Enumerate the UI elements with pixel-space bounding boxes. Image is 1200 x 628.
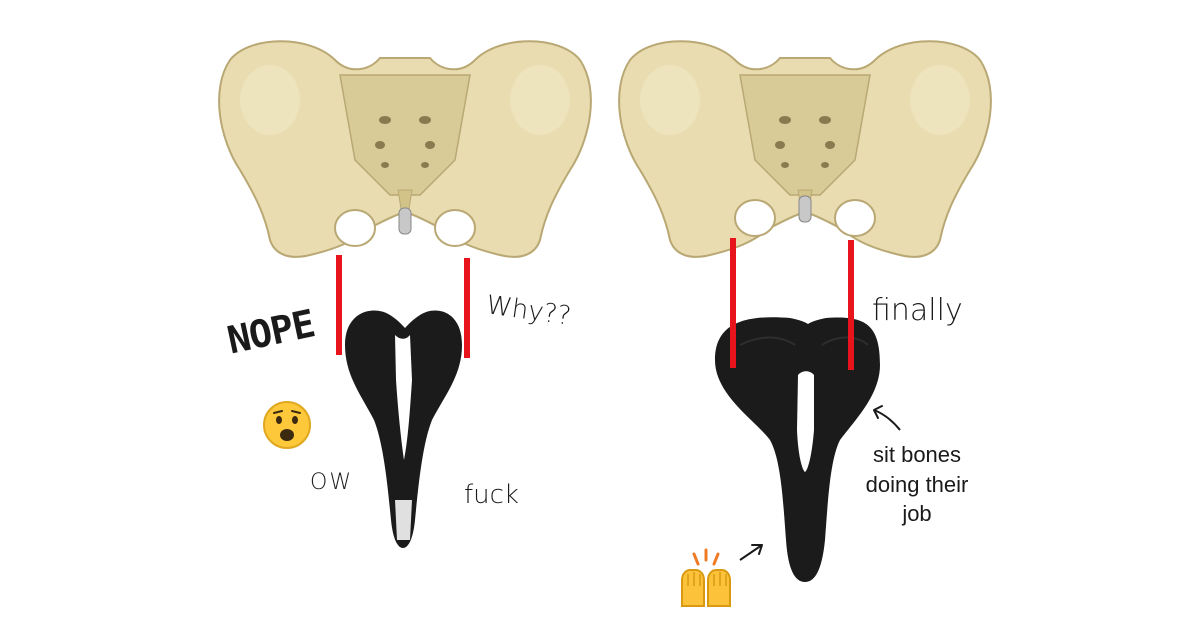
right-illustration [618,40,992,582]
right-panel: finally sit bones doing their job [600,0,1200,628]
finally-label: finally [872,293,963,328]
left-sitbone-marker [336,255,342,355]
sit-bones-label: sit bones doing their job [865,442,969,527]
wide-saddle [715,317,880,582]
anguished-face-icon [263,401,311,449]
pelvis-left [218,40,592,258]
ow-label: OW [310,470,354,495]
fuck-label: fuck [464,480,519,510]
arrow-icon [739,544,763,561]
raising-hands-icon [681,548,731,607]
pelvis-right [618,40,992,258]
curved-arrow-icon [873,405,901,431]
left-illustration [218,40,592,548]
left-sitbone-marker-right [730,238,736,368]
narrow-saddle [345,310,462,548]
right-sitbone-marker-right [848,240,854,370]
left-panel: NOPE Why?? OW fuck [218,40,592,548]
right-sitbone-marker [464,258,470,358]
